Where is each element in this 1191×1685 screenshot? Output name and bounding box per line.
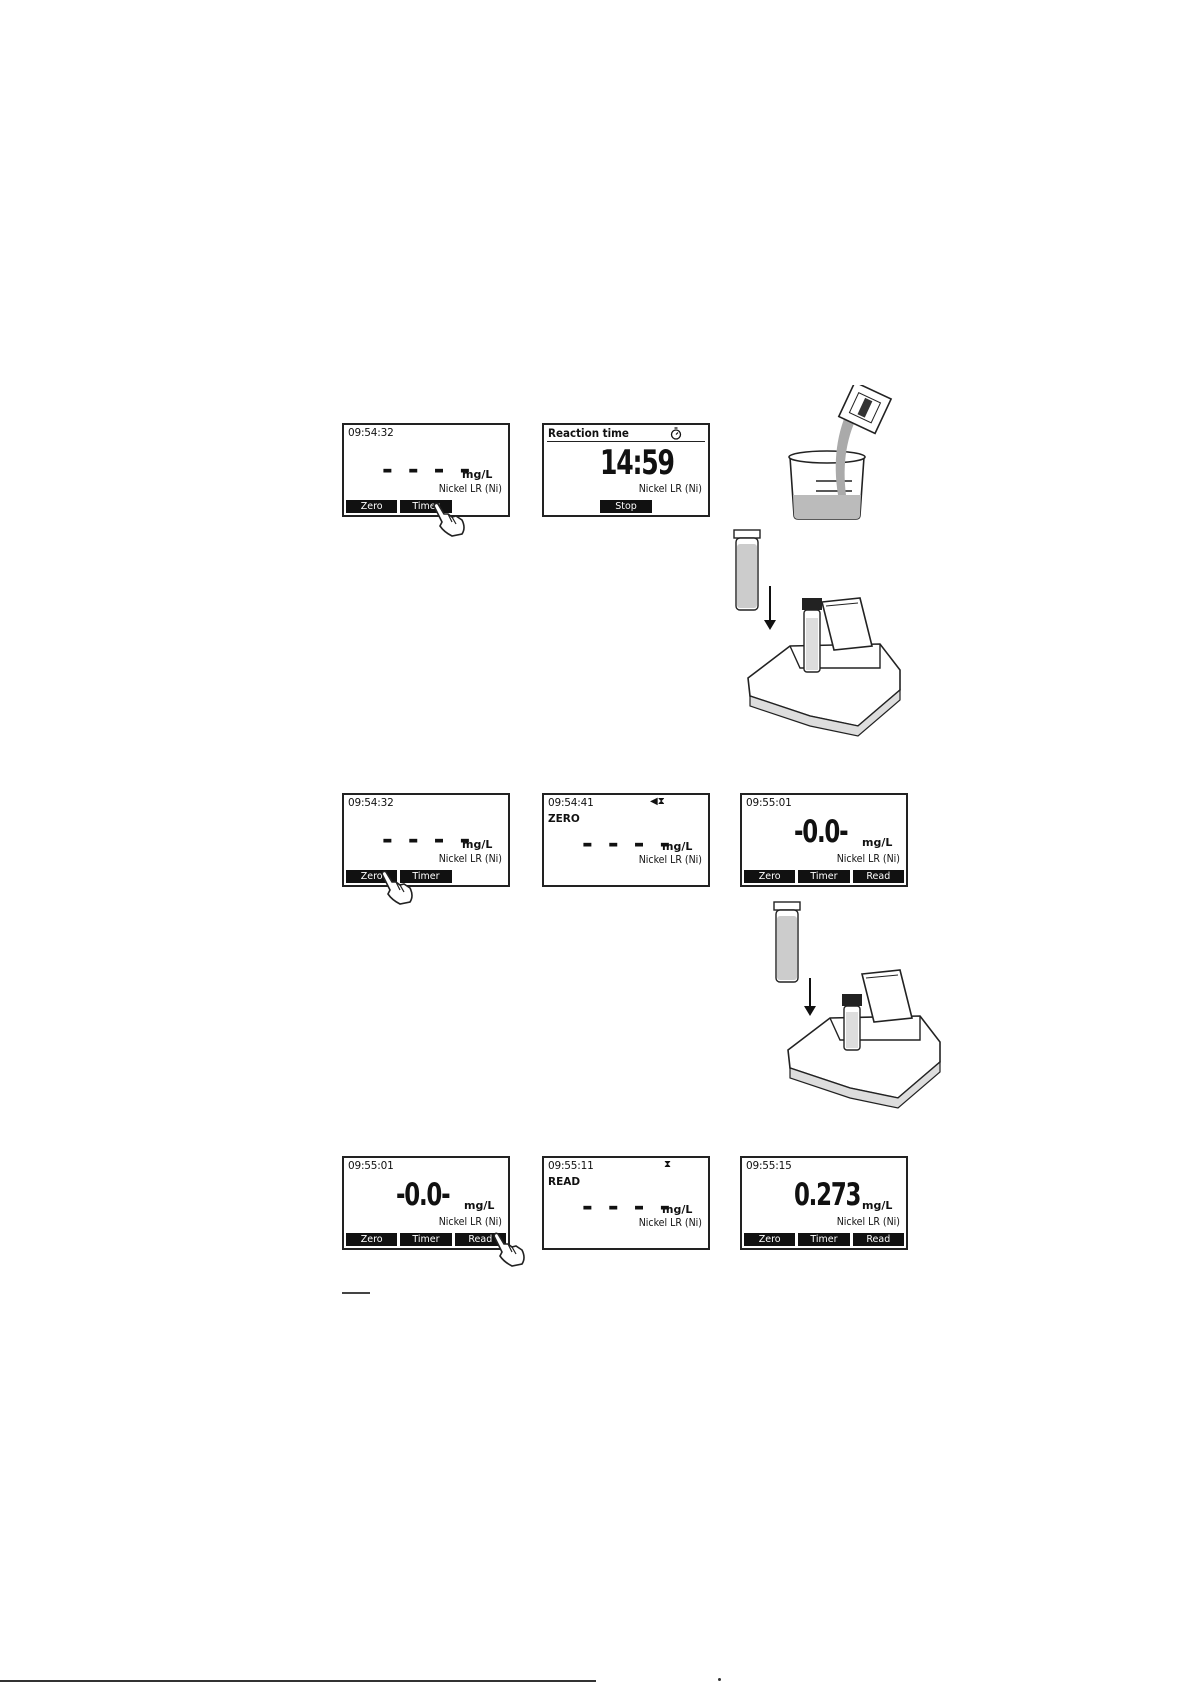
parameter-label: Nickel LR (Ni) [836, 853, 900, 865]
clock: 09:55:15 [746, 1160, 792, 1172]
display-zeroed-read: 09:55:01 -0.0- mg/L Nickel LR (Ni) Zero … [342, 1156, 510, 1250]
reading-value: -0.0- [396, 1177, 451, 1213]
blank-key [546, 500, 597, 513]
page-footer-rule [0, 1680, 596, 1682]
reading-dashes: - - - - [582, 1192, 674, 1222]
countdown: 14:59 [600, 443, 675, 483]
stopwatch-icon [670, 427, 682, 440]
unit-label: mg/L [662, 1203, 693, 1216]
read-key[interactable]: Read [454, 1233, 506, 1246]
display-zeroed: 09:55:01 -0.0- mg/L Nickel LR (Ni) Zero … [740, 793, 908, 887]
timer-key[interactable]: Timer [400, 1233, 452, 1246]
timer-key[interactable]: Timer [798, 1233, 850, 1246]
parameter-label: Nickel LR (Ni) [438, 1216, 502, 1228]
softkey-bar: Zero Timer [346, 870, 506, 883]
reading-value: -0.0- [794, 814, 849, 850]
display-result: 09:55:15 0.273 mg/L Nickel LR (Ni) Zero … [740, 1156, 908, 1250]
parameter-label: Nickel LR (Ni) [438, 853, 502, 865]
insert-sample-vial-illustration [773, 901, 941, 1109]
note-underline [342, 1292, 370, 1294]
stop-key[interactable]: Stop [600, 500, 652, 513]
softkey-bar: Zero Timer Read [744, 870, 904, 883]
unit-label: mg/L [462, 468, 493, 481]
title-divider [547, 441, 705, 442]
unit-label: mg/L [862, 836, 893, 849]
parameter-label: Nickel LR (Ni) [638, 854, 702, 866]
hourglass-icon: ⧗ [664, 1159, 672, 1170]
unit-label: mg/L [464, 1199, 495, 1212]
unit-label: mg/L [462, 838, 493, 851]
clock: 09:55:01 [348, 1160, 394, 1172]
clock: 09:54:32 [348, 797, 394, 809]
clock: 09:54:41 [548, 797, 594, 809]
zero-key[interactable]: Zero [346, 1233, 398, 1246]
reading-dashes: - - - - [382, 455, 474, 485]
clock: 09:55:01 [746, 797, 792, 809]
page-footer-mark [718, 1678, 721, 1681]
read-key[interactable]: Read [852, 870, 904, 883]
display-idle-zero: 09:54:32 - - - - mg/L Nickel LR (Ni) Zer… [342, 793, 510, 887]
pointing-hand-icon [433, 502, 465, 537]
unit-label: mg/L [862, 1199, 893, 1212]
parameter-label: Nickel LR (Ni) [836, 1216, 900, 1228]
blank-key [655, 500, 706, 513]
reading-value: 0.273 [794, 1177, 861, 1213]
reading-dashes: - - - - [382, 825, 474, 855]
softkey-bar: Stop [546, 500, 706, 513]
display-reading: 09:55:11 ⧗ READ - - - - mg/L Nickel LR (… [542, 1156, 710, 1250]
hourglass-icon: ◀⧗ [650, 796, 665, 807]
zero-key[interactable]: Zero [744, 870, 796, 883]
pointing-hand-icon [493, 1232, 525, 1267]
screen-title: Reaction time [548, 426, 629, 440]
mode-label: ZERO [548, 813, 580, 825]
insert-vial-illustration [733, 529, 901, 737]
zero-key[interactable]: Zero [744, 1233, 796, 1246]
display-idle-timer: 09:54:32 - - - - mg/L Nickel LR (Ni) Zer… [342, 423, 510, 517]
softkey-bar: Zero Timer [346, 500, 506, 513]
parameter-label: Nickel LR (Ni) [638, 483, 702, 495]
read-key[interactable]: Read [852, 1233, 904, 1246]
display-reaction-time: Reaction time 14:59 Nickel LR (Ni) Stop [542, 423, 710, 517]
pointing-hand-icon [381, 870, 413, 905]
softkey-bar: Zero Timer Read [346, 1233, 506, 1246]
unit-label: mg/L [662, 840, 693, 853]
add-reagent-illustration [788, 385, 893, 520]
clock: 09:54:32 [348, 427, 394, 439]
blank-key [455, 870, 506, 883]
display-zeroing: 09:54:41 ◀⧗ ZERO - - - - mg/L Nickel LR … [542, 793, 710, 887]
parameter-label: Nickel LR (Ni) [638, 1217, 702, 1229]
reading-dashes: - - - - [582, 829, 674, 859]
mode-label: READ [548, 1176, 581, 1188]
timer-key[interactable]: Timer [400, 870, 452, 883]
timer-key[interactable]: Timer [798, 870, 850, 883]
zero-key[interactable]: Zero [346, 500, 398, 513]
clock: 09:55:11 [548, 1160, 594, 1172]
softkey-bar: Zero Timer Read [744, 1233, 904, 1246]
parameter-label: Nickel LR (Ni) [438, 483, 502, 495]
